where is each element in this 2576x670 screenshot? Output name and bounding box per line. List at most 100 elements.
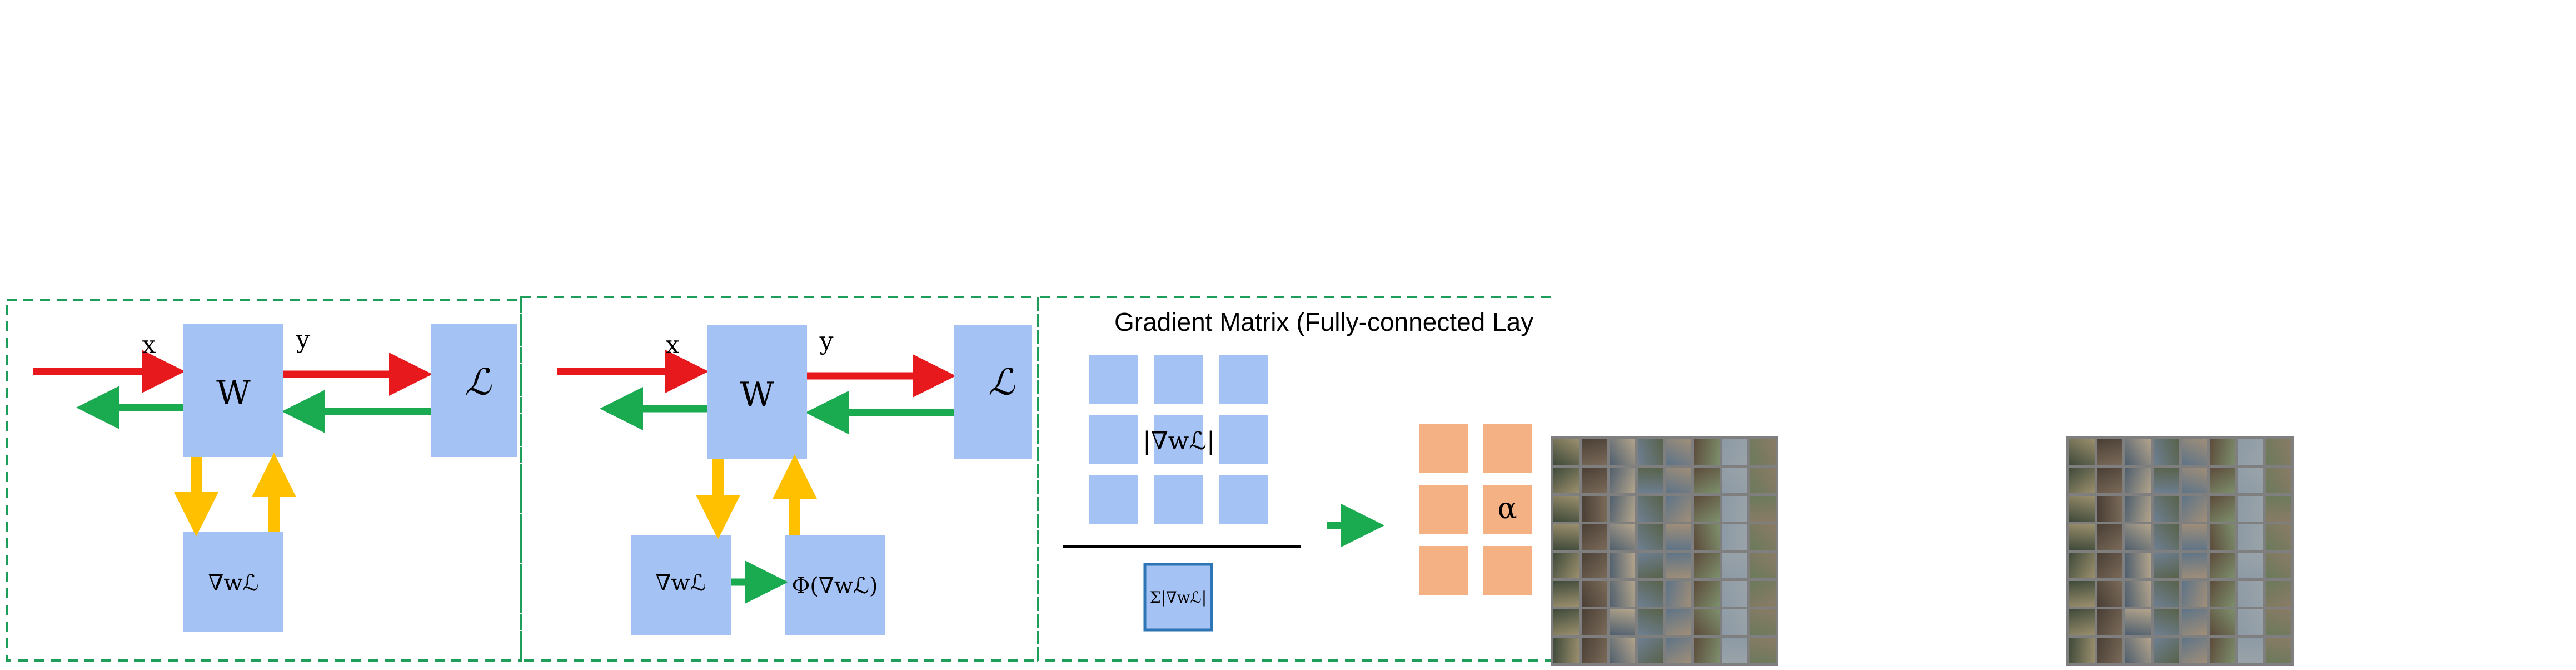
image-thumbnail	[2181, 439, 2208, 465]
image-thumbnail	[2238, 468, 2264, 493]
panel-2-output-label: y	[819, 327, 834, 355]
image-thumbnail	[2097, 468, 2123, 493]
image-thumbnail	[2238, 553, 2264, 578]
image-thumbnail	[1581, 609, 1607, 635]
image-thumbnail	[1581, 439, 1607, 465]
image-thumbnail	[1666, 609, 1692, 635]
image-thumbnail	[2266, 581, 2291, 607]
image-thumbnail	[1637, 581, 1663, 607]
image-thumbnail	[2266, 468, 2291, 493]
image-thumbnail	[2097, 638, 2123, 663]
image-thumbnail	[1750, 581, 1776, 607]
image-thumbnail	[1581, 638, 1607, 663]
image-thumbnail	[1750, 609, 1776, 635]
image-thumbnail	[1553, 581, 1579, 607]
denominator-box	[1143, 563, 1213, 632]
image-thumbnail	[1666, 553, 1692, 578]
image-thumbnail	[2238, 439, 2264, 465]
image-thumbnail	[2266, 524, 2291, 550]
image-thumbnail	[1694, 468, 1720, 493]
panel-1-grad-label: ∇wℒ	[208, 570, 259, 596]
image-thumbnail	[2181, 496, 2208, 522]
image-thumbnail	[2238, 524, 2264, 550]
image-thumbnail	[1722, 553, 1748, 578]
matrix-cell	[1219, 355, 1268, 404]
image-thumbnail	[2266, 496, 2291, 522]
alpha-cell	[1483, 485, 1532, 534]
panel-2-grad-block	[631, 535, 731, 635]
image-thumbnail	[2069, 553, 2095, 578]
image-thumbnail	[1750, 496, 1776, 522]
image-thumbnail	[1581, 581, 1607, 607]
image-thumbnail	[1750, 638, 1776, 663]
image-thumbnail	[2238, 638, 2264, 663]
image-thumbnail	[1666, 439, 1692, 465]
image-thumbnail	[2153, 638, 2179, 663]
image-thumbnail	[1666, 581, 1692, 607]
image-thumbnail	[2153, 496, 2179, 522]
image-thumbnail	[2181, 609, 2208, 635]
panel-3-title: Gradient Matrix (Fully-connected Lay	[1114, 307, 1533, 336]
image-thumbnail	[1722, 468, 1748, 493]
image-thumbnail	[1666, 638, 1692, 663]
alpha-cell	[1419, 424, 1468, 473]
image-thumbnail	[1694, 638, 1720, 663]
image-grid-left	[1551, 436, 1778, 666]
panel-1-weight-block	[183, 324, 283, 457]
image-thumbnail	[2125, 496, 2151, 522]
image-thumbnail	[2266, 439, 2291, 465]
image-thumbnail	[2266, 553, 2291, 578]
image-thumbnail	[2210, 638, 2235, 663]
image-thumbnail	[1722, 609, 1748, 635]
image-thumbnail	[1637, 468, 1663, 493]
image-thumbnail	[1637, 553, 1663, 578]
image-thumbnail	[2069, 581, 2095, 607]
image-thumbnail	[1610, 581, 1635, 607]
image-thumbnail	[2153, 609, 2179, 635]
image-thumbnail	[1666, 468, 1692, 493]
panel-1-output-label: y	[296, 325, 310, 354]
denominator-label: Σ|∇wℒ|	[1150, 588, 1207, 607]
panel-1-grad-block	[183, 532, 283, 632]
panel-2-phi-label: Φ(∇wℒ)	[792, 573, 878, 599]
panel-2-loss-label: ℒ	[988, 361, 1015, 404]
image-thumbnail	[2125, 638, 2151, 663]
image-thumbnail	[2097, 553, 2123, 578]
image-thumbnail	[2125, 581, 2151, 607]
image-thumbnail	[2069, 524, 2095, 550]
image-thumbnail	[1581, 496, 1607, 522]
numerator-label: |∇wℒ|	[1143, 427, 1215, 455]
image-thumbnail	[1637, 439, 1663, 465]
image-thumbnail	[1750, 553, 1776, 578]
image-thumbnail	[1610, 638, 1635, 663]
image-thumbnail	[1637, 524, 1663, 550]
image-thumbnail	[2153, 524, 2179, 550]
image-thumbnail	[1553, 439, 1579, 465]
panel-2-phi-block	[785, 535, 885, 635]
image-thumbnail	[2238, 609, 2264, 635]
panel-2-loss-block	[954, 325, 1032, 459]
image-thumbnail	[2210, 496, 2235, 522]
alpha-cell	[1483, 546, 1532, 595]
image-thumbnail	[1637, 496, 1663, 522]
panel-2-grad-label: ∇wℒ	[656, 570, 706, 596]
image-thumbnail	[1722, 496, 1748, 522]
image-thumbnail	[1722, 581, 1748, 607]
gradient-matrix	[1089, 355, 1268, 524]
image-thumbnail	[1694, 439, 1720, 465]
image-thumbnail	[2125, 468, 2151, 493]
image-thumbnail	[1750, 524, 1776, 550]
alpha-cell	[1419, 485, 1468, 534]
image-thumbnail	[2125, 524, 2151, 550]
image-thumbnail	[2097, 609, 2123, 635]
matrix-cell	[1089, 355, 1138, 404]
panel-1-loss-label: ℒ	[465, 361, 492, 404]
alpha-cell	[1419, 546, 1468, 595]
image-thumbnail	[1553, 609, 1579, 635]
image-thumbnail	[1610, 468, 1635, 493]
image-thumbnail	[1694, 553, 1720, 578]
panel-3-border	[1037, 296, 1551, 662]
image-thumbnail	[1666, 524, 1692, 550]
image-thumbnail	[2069, 496, 2095, 522]
